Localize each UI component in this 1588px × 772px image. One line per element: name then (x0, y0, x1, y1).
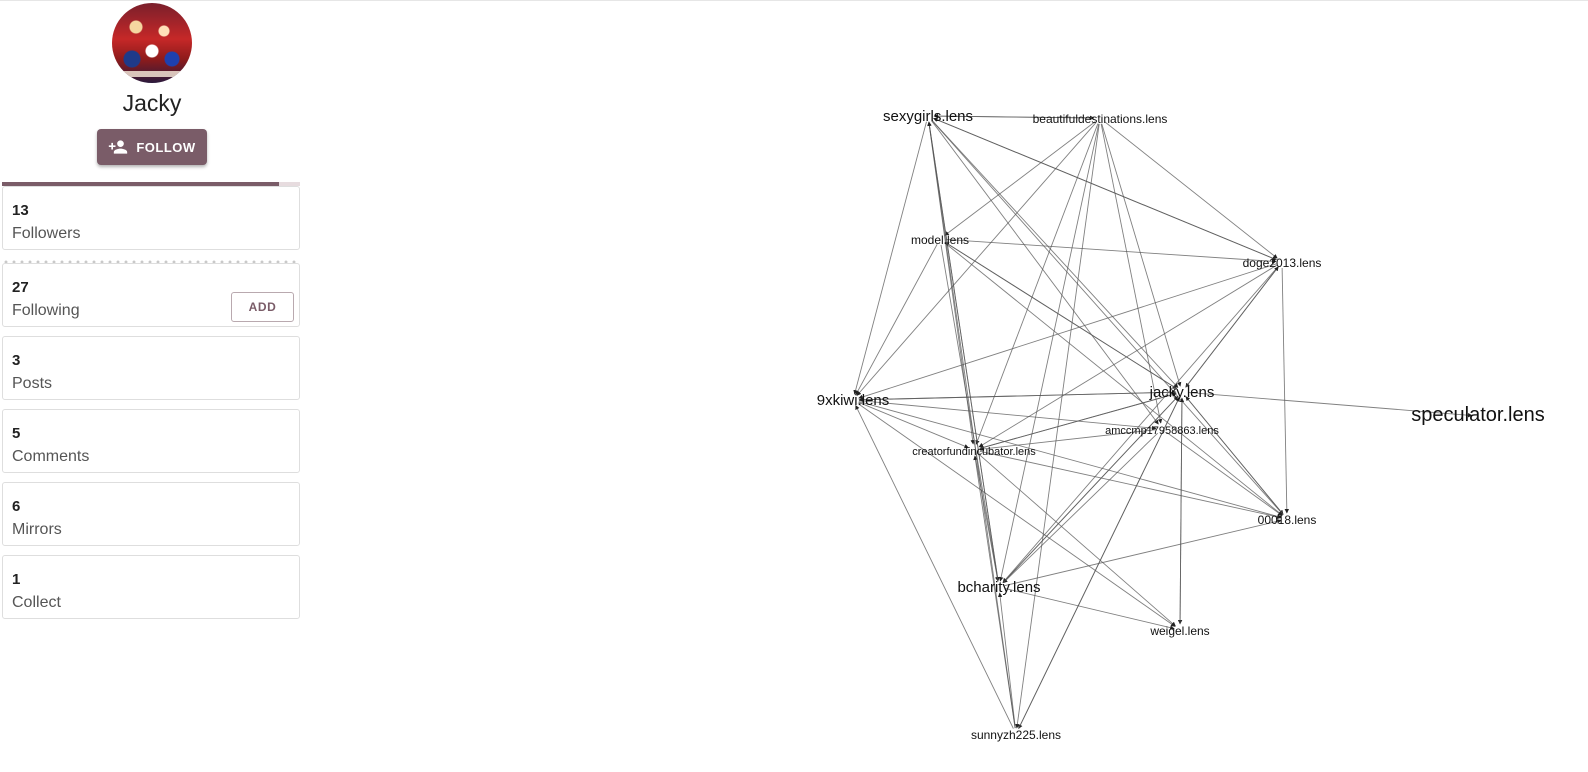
profile-panel: Jacky FOLLOW 13 Followers 27 Following A… (0, 0, 304, 772)
graph-node-model[interactable]: model.lens (911, 233, 969, 247)
graph-edge-doge2013-jacky (1185, 266, 1279, 388)
graph-edge-model-bcharity (940, 244, 1000, 582)
graph-edge-beautifuldestinations-jacky (1101, 123, 1182, 387)
graph-node-jacky[interactable]: jacky.lens (1149, 384, 1215, 401)
graph-edge-jacky-00018 (1185, 396, 1284, 515)
following-card[interactable]: 27 Following ADD (2, 263, 300, 327)
graph-edge-beautifuldestinations-model (944, 121, 1096, 236)
graph-edge-bcharity-sexygirls (927, 121, 999, 582)
avatar (112, 3, 192, 83)
graph-node-amccmp[interactable]: amccmp17958863.lens (1105, 425, 1219, 437)
graph-edge-sexygirls-amccmp (931, 120, 1159, 425)
follow-label: FOLLOW (136, 139, 196, 155)
graph-edge-9xkiwi-00018 (858, 401, 1282, 519)
graph-edge-jacky-sunnyzh225 (1018, 397, 1180, 730)
graph-node-bcharity[interactable]: bcharity.lens (957, 579, 1040, 596)
graph-edge-doge2013-9xkiwi (858, 263, 1277, 400)
follower-progress-bar (2, 182, 300, 186)
graph-edge-00018-jacky (1185, 396, 1284, 515)
graph-edge-jacky-9xkiwi (858, 391, 1177, 403)
graph-edge-sexygirls-bcharity (928, 121, 1000, 582)
comments-label: Comments (12, 448, 90, 465)
graph-edge-9xkiwi-creatorfund (858, 401, 969, 449)
graph-node-creatorfund[interactable]: creatorfundincubator.lens (912, 446, 1036, 458)
graph-edge-model-doge2013 (945, 238, 1277, 264)
collect-label: Collect (12, 594, 61, 611)
follow-button[interactable]: FOLLOW (97, 129, 207, 165)
mirrors-label: Mirrors (12, 521, 62, 538)
graph-edge-model-jacky (944, 241, 1178, 390)
followers-card[interactable]: 13 Followers (2, 186, 300, 250)
graph-edge-beautifuldestinations-amccmp (1100, 123, 1163, 424)
graph-edge-doge2013-sexygirls (933, 117, 1277, 261)
graph-edge-creatorfund-bcharity (974, 455, 1000, 582)
posts-card[interactable]: 3 Posts (2, 336, 300, 400)
graph-edge-jacky-model (944, 241, 1178, 390)
dotted-divider (2, 260, 300, 264)
graph-edge-beautifuldestinations-sunnyzh225 (1015, 123, 1100, 729)
graph-edge-jacky-doge2013 (1185, 266, 1279, 388)
graph-edge-doge2013-00018 (1281, 267, 1290, 514)
posts-count: 3 (12, 352, 21, 369)
graph-edge-bcharity-00018 (1004, 519, 1282, 587)
followers-count: 13 (12, 202, 29, 219)
graph-edge-creatorfund-00018 (979, 450, 1282, 520)
graph-edge-creatorfund-jacky (979, 392, 1177, 449)
comments-count: 5 (12, 425, 21, 442)
graph-node-speculator[interactable]: speculator.lens (1411, 404, 1544, 426)
comments-card[interactable]: 5 Comments (2, 409, 300, 473)
posts-label: Posts (12, 375, 53, 392)
graph-node-beautifuldestinations[interactable]: beautifuldestinations.lens (1033, 112, 1168, 126)
graph-node-sunnyzh225[interactable]: sunnyzh225.lens (971, 728, 1061, 742)
collect-count: 1 (12, 571, 21, 588)
followers-label: Followers (12, 225, 81, 242)
graph-node-sexygirls[interactable]: sexygirls.lens (883, 108, 973, 125)
graph-edge-creatorfund-weigel (978, 453, 1176, 627)
graph-node-weigel[interactable]: weigel.lens (1149, 624, 1209, 638)
graph-edge-doge2013-creatorfund (978, 264, 1278, 448)
graph-edge-amccmp-00018 (1166, 432, 1283, 516)
top-divider (0, 0, 1588, 1)
graph-node-00018[interactable]: 00018.lens (1258, 513, 1317, 527)
graph-edge-beautifuldestinations-creatorfund (975, 123, 1099, 445)
graph-node-9xkiwi[interactable]: 9xkiwi.lens (817, 392, 890, 409)
graph-edge-model-9xkiwi (855, 244, 938, 396)
graph-edge-beautifuldestinations-9xkiwi (856, 122, 1097, 396)
person-add-icon (109, 140, 128, 154)
collect-card[interactable]: 1 Collect (2, 555, 300, 619)
following-label: Following (12, 302, 80, 319)
graph-edge-sexygirls-creatorfund (928, 121, 975, 445)
profile-name: Jacky (122, 90, 182, 116)
graph-edge-sunnyzh225-sexygirls (927, 121, 1016, 729)
graph-edge-sexygirls-jacky (931, 120, 1179, 388)
graph-edge-9xkiwi-jacky (858, 389, 1177, 401)
mirrors-count: 6 (12, 498, 21, 515)
following-count: 27 (12, 279, 29, 296)
graph-edge-sexygirls-9xkiwi (853, 121, 927, 395)
graph-edge-sunnyzh225-jacky (1018, 396, 1180, 729)
graph-edge-beautifuldestinations-doge2013 (1104, 121, 1278, 259)
graph-edge-sunnyzh225-bcharity (997, 592, 1016, 729)
mirrors-card[interactable]: 6 Mirrors (2, 482, 300, 546)
graph-node-doge2013[interactable]: doge2013.lens (1243, 256, 1322, 270)
add-following-button[interactable]: ADD (231, 292, 294, 322)
graph-edge-model-00018 (944, 242, 1283, 516)
graph-edge-jacky-creatorfund (979, 393, 1177, 450)
graph-edge-beautifuldestinations-bcharity (998, 123, 1100, 582)
graph-node-labels: sexygirls.lens beautifuldestinations.lens… (817, 108, 1545, 742)
graph-edge-sexygirls-doge2013 (933, 117, 1277, 261)
